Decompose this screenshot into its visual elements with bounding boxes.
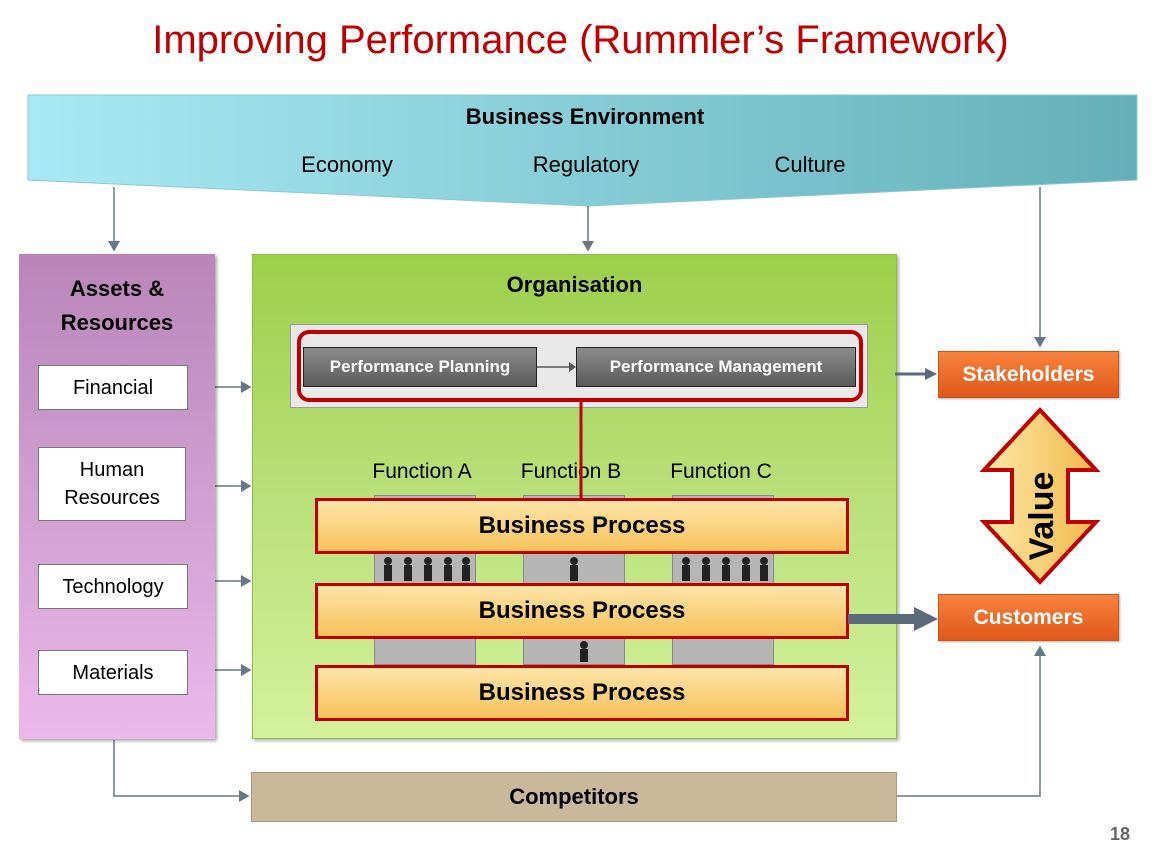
environment-culture: Culture <box>774 152 846 177</box>
value-label: Value <box>1022 471 1061 561</box>
customers-box: Customers <box>938 594 1119 641</box>
environment-title: Business Environment <box>465 104 705 129</box>
stakeholders-box: Stakeholders <box>938 351 1119 398</box>
resource-technology: Technology <box>38 564 188 609</box>
resource-human-resources: Human Resources <box>38 447 186 521</box>
function-a-label: Function A <box>372 460 472 483</box>
environment-economy: Economy <box>301 152 393 177</box>
business-process-2: Business Process <box>315 583 849 639</box>
business-process-3: Business Process <box>315 665 849 721</box>
assets-title-line1: Assets & <box>69 276 165 301</box>
function-b-label: Function B <box>520 460 622 483</box>
function-a-people-icon <box>384 557 470 581</box>
performance-highlight <box>297 330 863 402</box>
planning-to-management-arrow <box>537 362 576 372</box>
performance-planning-box: Performance Planning <box>303 347 537 387</box>
slide-title: Improving Performance (Rummler’s Framewo… <box>152 18 1009 62</box>
function-c-label: Function C <box>670 460 772 483</box>
page-number: 18 <box>1110 824 1131 844</box>
business-process-1: Business Process <box>315 498 849 554</box>
function-b-person-icon <box>580 641 588 662</box>
environment-banner <box>27 94 1138 207</box>
competitors-box: Competitors <box>251 772 897 822</box>
organisation-title: Organisation <box>506 272 643 297</box>
to-stakeholders-arrow <box>895 368 937 380</box>
function-c-people-icon <box>682 557 768 581</box>
environment-regulatory: Regulatory <box>532 152 640 177</box>
value-double-arrow-icon <box>979 407 1101 585</box>
to-customers-arrow <box>848 607 938 631</box>
performance-management-box: Performance Management <box>576 347 856 387</box>
assets-title: Assets & Resources <box>19 272 215 340</box>
resource-financial: Financial <box>38 365 188 410</box>
management-connector <box>579 402 583 500</box>
resource-materials: Materials <box>38 650 188 695</box>
assets-title-line2: Resources <box>60 310 174 335</box>
function-b-people-icon <box>570 557 578 581</box>
